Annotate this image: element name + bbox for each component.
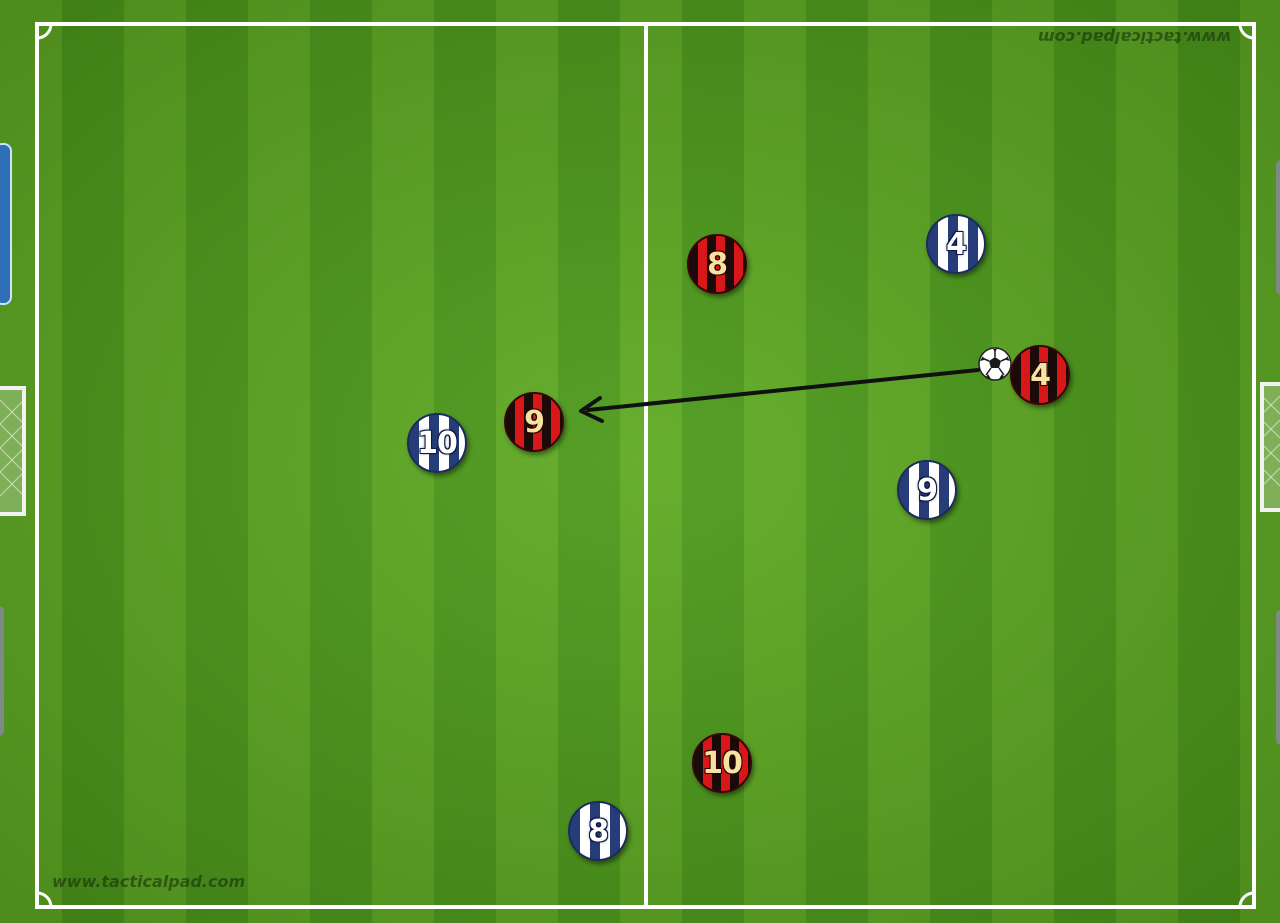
player-number: 10 <box>702 745 743 781</box>
player-number: 9 <box>917 472 938 508</box>
corner-arc-top-right <box>1238 23 1255 40</box>
player-blue-10[interactable]: 10 <box>407 413 467 473</box>
corner-arc-top-left <box>36 23 53 40</box>
left-panel-handle-secondary[interactable] <box>0 606 4 736</box>
right-panel-handle[interactable] <box>1276 160 1280 295</box>
player-number: 4 <box>946 226 967 262</box>
player-number: 9 <box>524 404 545 440</box>
right-panel-handle-secondary[interactable] <box>1276 610 1280 745</box>
player-red-10[interactable]: 10 <box>692 733 752 793</box>
left-panel-handle[interactable] <box>0 143 12 305</box>
player-red-8[interactable]: 8 <box>687 234 747 294</box>
player-red-9[interactable]: 9 <box>504 392 564 452</box>
player-number: 10 <box>417 425 458 461</box>
player-number: 4 <box>1030 357 1051 393</box>
corner-arc-bottom-left <box>36 891 53 908</box>
watermark-inverted: www.tacticalpad.com <box>1038 28 1232 47</box>
soccer-ball-icon[interactable] <box>977 346 1013 382</box>
player-blue-9[interactable]: 9 <box>897 460 957 520</box>
player-blue-4[interactable]: 4 <box>926 214 986 274</box>
player-red-4[interactable]: 4 <box>1010 345 1070 405</box>
corner-arc-bottom-right <box>1238 891 1255 908</box>
player-number: 8 <box>707 246 728 282</box>
player-blue-8[interactable]: 8 <box>568 801 628 861</box>
player-number: 8 <box>588 813 609 849</box>
pass-arrow-icon[interactable] <box>579 368 980 423</box>
right-goal-icon <box>1260 382 1280 512</box>
watermark: www.tacticalpad.com <box>52 872 246 891</box>
left-goal-icon <box>0 386 26 516</box>
